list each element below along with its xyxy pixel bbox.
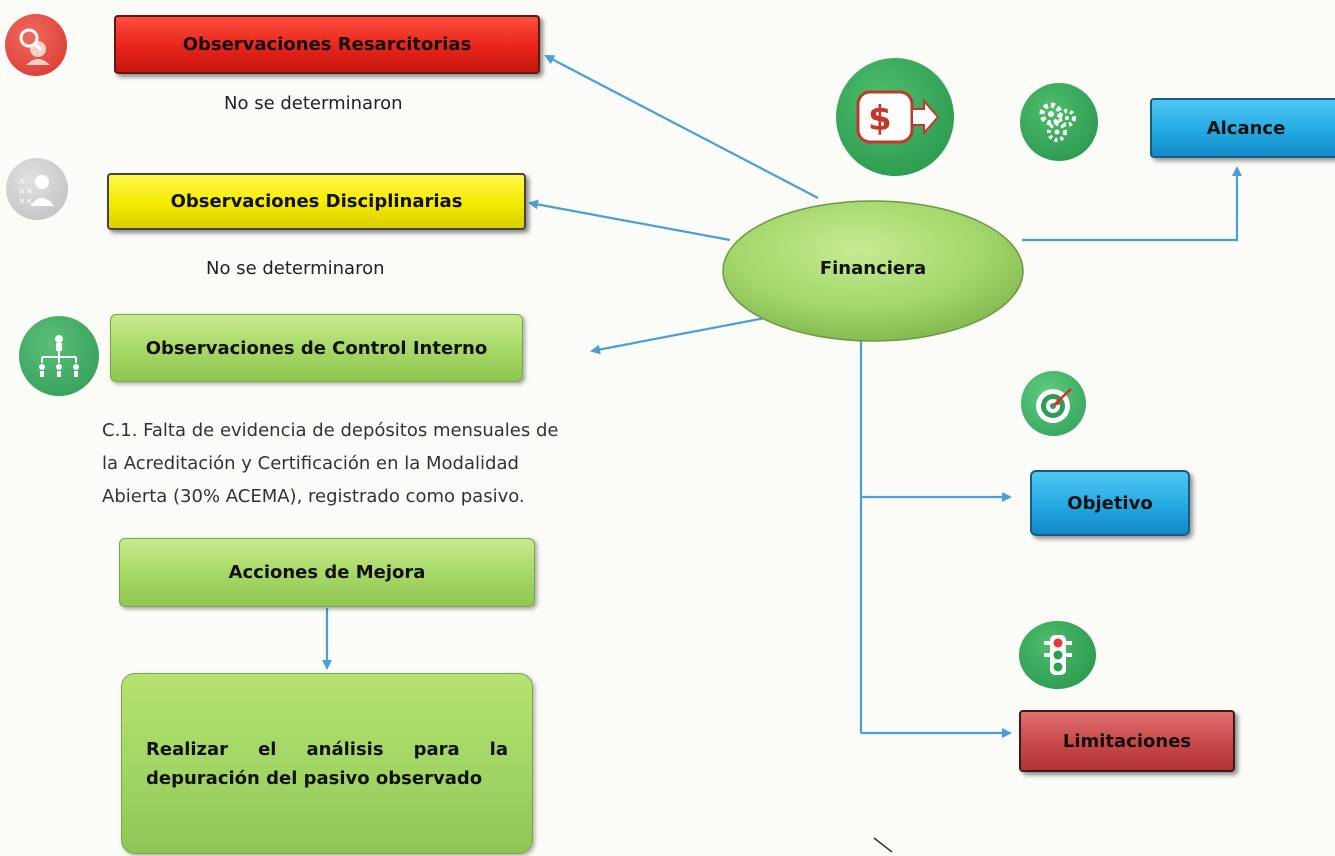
disciplinarias-note: No se determinaron [206, 258, 385, 279]
alcance-box[interactable]: Alcance [1150, 98, 1335, 158]
control-interno-title: Observaciones de Control Interno [145, 337, 488, 359]
acciones-box[interactable]: Acciones de Mejora [119, 538, 535, 607]
traffic-light-icon [1019, 621, 1096, 689]
financiera-label: Financiera [819, 258, 927, 279]
person-cross-icon: × ×× ×× [6, 158, 68, 220]
svg-text:×: × [18, 177, 26, 187]
target-icon [1021, 371, 1086, 436]
svg-text:××: ×× [18, 187, 33, 197]
acciones-title: Acciones de Mejora [228, 562, 426, 583]
resarcitorias-box[interactable]: Observaciones Resarcitorias [114, 15, 540, 74]
action-detail-box[interactable]: Realizar el análisis para la depuración … [121, 673, 533, 854]
control-interno-finding: C.1. Falta de evidencia de depósitos men… [102, 414, 600, 513]
objetivo-box[interactable]: Objetivo [1030, 470, 1190, 536]
pen-mark [873, 837, 893, 853]
action-line: depuración del pasivo observado [146, 767, 483, 789]
magnifier-person-icon [5, 14, 67, 76]
disciplinarias-title: Observaciones Disciplinarias [170, 191, 463, 212]
limitaciones-box[interactable]: Limitaciones [1019, 710, 1235, 772]
alcance-label: Alcance [1206, 117, 1286, 139]
arrow-to-alcance [1022, 166, 1242, 242]
org-chart-icon [19, 316, 99, 396]
finding-line: C.1. Falta de evidencia de depósitos men… [102, 420, 559, 441]
disciplinarias-box[interactable]: Observaciones Disciplinarias [107, 173, 526, 230]
action-line: Realizar el análisis para la [146, 738, 508, 760]
finding-line: la Acreditación y Certificación en la Mo… [102, 453, 519, 474]
arrow-to-disciplinarias [528, 199, 731, 242]
finding-line: Abierta (30% ACEMA), registrado como pas… [102, 486, 525, 507]
svg-text:$: $ [868, 99, 892, 139]
objetivo-label: Objetivo [1067, 492, 1153, 514]
resarcitorias-title: Observaciones Resarcitorias [182, 34, 472, 55]
control-interno-box[interactable]: Observaciones de Control Interno [110, 314, 523, 382]
arrow-to-resarcitorias [544, 55, 819, 199]
gears-icon [1020, 83, 1098, 161]
hand-money-icon: $ [836, 58, 954, 176]
svg-text:××: ×× [18, 197, 33, 207]
resarcitorias-note: No se determinaron [224, 93, 403, 114]
limitaciones-label: Limitaciones [1062, 730, 1192, 752]
arrow-to-control-interno [590, 316, 766, 355]
financiera-node[interactable] [722, 200, 1024, 342]
